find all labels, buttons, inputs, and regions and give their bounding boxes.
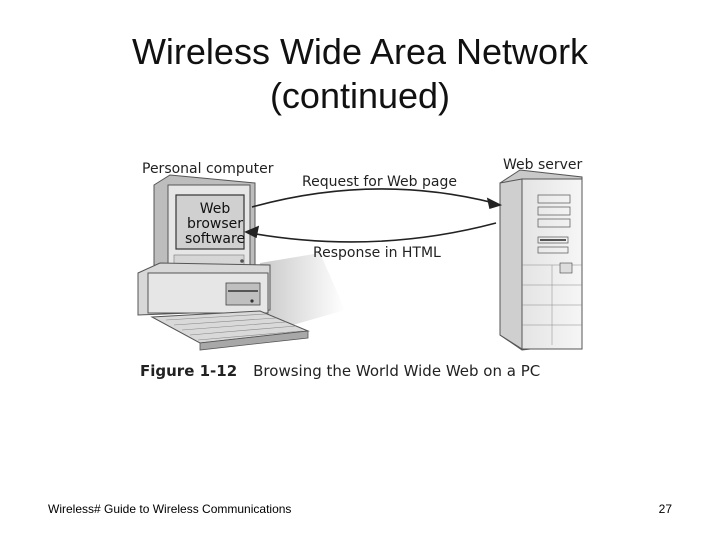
figure-caption-number: Figure 1-12	[140, 362, 238, 380]
figure-caption: Figure 1-12 Browsing the World Wide Web o…	[140, 362, 540, 380]
screen-text-line-1: Web	[199, 201, 231, 217]
page-number: 27	[658, 502, 672, 516]
web-server-icon	[499, 169, 583, 351]
personal-computer-label: Personal computer	[142, 161, 274, 177]
figure-illustration	[137, 169, 583, 351]
slide-title-line-2: (continued)	[269, 75, 451, 116]
figure-caption-text: Browsing the World Wide Web on a PC	[253, 362, 541, 380]
pc-shadow	[260, 253, 345, 333]
response-arrow	[244, 222, 497, 243]
slide-title-line-1: Wireless Wide Area Network	[131, 31, 589, 72]
request-label: Request for Web page	[302, 174, 457, 190]
keyboard-icon	[150, 310, 310, 351]
screen-text-line-3: software	[184, 231, 246, 247]
request-arrow	[251, 188, 503, 210]
monitor-icon	[153, 174, 256, 284]
screen-text-line-2: browser	[186, 216, 243, 232]
pc-case-icon	[137, 262, 271, 316]
figure-web-browsing: Personal computer Web server Request for…	[130, 145, 590, 395]
response-label: Response in HTML	[313, 245, 441, 261]
footer-course-title: Wireless# Guide to Wireless Communicatio…	[48, 502, 292, 516]
screen-text: Web browser software	[180, 202, 250, 247]
web-server-label: Web server	[503, 157, 583, 173]
slide-title: Wireless Wide Area Network (continued)	[0, 30, 720, 118]
